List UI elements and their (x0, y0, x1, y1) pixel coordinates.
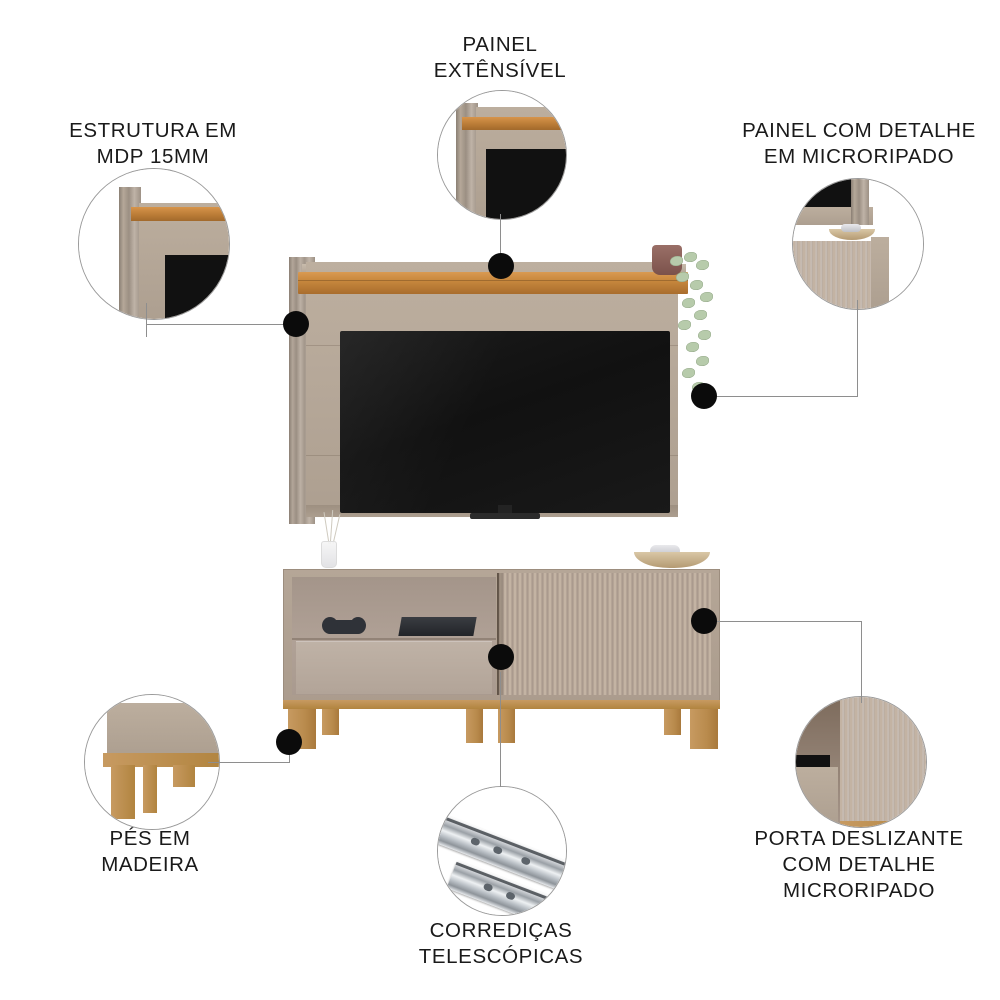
reed-diffuser (321, 541, 337, 568)
sliding-door-ribbed (497, 573, 711, 695)
decorative-bowl (634, 552, 710, 568)
cabinet-drawer (296, 641, 492, 694)
plant-vine (668, 252, 716, 402)
leader-line-estrutura-mdp (146, 303, 147, 337)
callout-circle-painel-extensivel (437, 90, 567, 220)
leader-line-painel-microripado (857, 300, 858, 396)
callout-circle-pes-madeira (84, 694, 220, 830)
game-controller (322, 617, 366, 634)
leader-line-estrutura-mdp (146, 324, 296, 325)
cabinet-foot (690, 709, 718, 749)
leader-line-corredicas (500, 672, 501, 787)
connector-dot-painel-extensivel (488, 253, 514, 279)
leader-line-painel-microripado (710, 396, 858, 397)
tv-stand-neck (498, 505, 512, 515)
callout-label-pes-madeira: PÉS EM MADEIRA (101, 827, 199, 876)
cabinet-foot (322, 709, 339, 735)
callout-label-corredicas: CORREDIÇAS TELESCÓPICAS (418, 919, 584, 968)
callout-circle-painel-microripado (792, 178, 924, 310)
leader-line-porta-deslizante (710, 621, 862, 622)
tv-screen-gloss (340, 331, 670, 513)
connector-dot-estrutura-mdp (283, 311, 309, 337)
callout-label-painel-extensivel: PAINEL EXTÊNSÍVEL (433, 33, 567, 82)
callout-circle-estrutura-mdp (78, 168, 230, 320)
cabinet-foot (498, 709, 515, 743)
callout-label-estrutura-mdp: ESTRUTURA EM MDP 15MM (69, 119, 237, 168)
panel-wood-top-trim (298, 272, 688, 294)
connector-dot-porta-deslizante (691, 608, 717, 634)
cabinet-foot (664, 709, 681, 735)
leader-line-porta-deslizante (861, 621, 862, 703)
game-console (398, 617, 477, 636)
connector-dot-painel-microripado (691, 383, 717, 409)
connector-dot-pes-madeira (276, 729, 302, 755)
callout-circle-porta-deslizante (795, 696, 927, 828)
sliding-door-shadow (497, 573, 505, 695)
tv-stand-foot (470, 513, 540, 519)
callout-label-painel-microripado: PAINEL COM DETALHE EM MICRORIPADO (742, 119, 976, 168)
cabinet-foot (466, 709, 483, 743)
connector-dot-corredicas (488, 644, 514, 670)
leader-line-pes-madeira (208, 762, 290, 763)
tv-screen (340, 331, 670, 513)
cabinet-wood-base (283, 700, 720, 709)
callout-circle-corredicas (437, 786, 567, 916)
cabinet-shelf-line (292, 638, 496, 640)
callout-label-porta-deslizante: PORTA DESLIZANTE COM DETALHE MICRORIPADO (754, 827, 964, 902)
leader-line-painel-extensivel (500, 214, 501, 266)
